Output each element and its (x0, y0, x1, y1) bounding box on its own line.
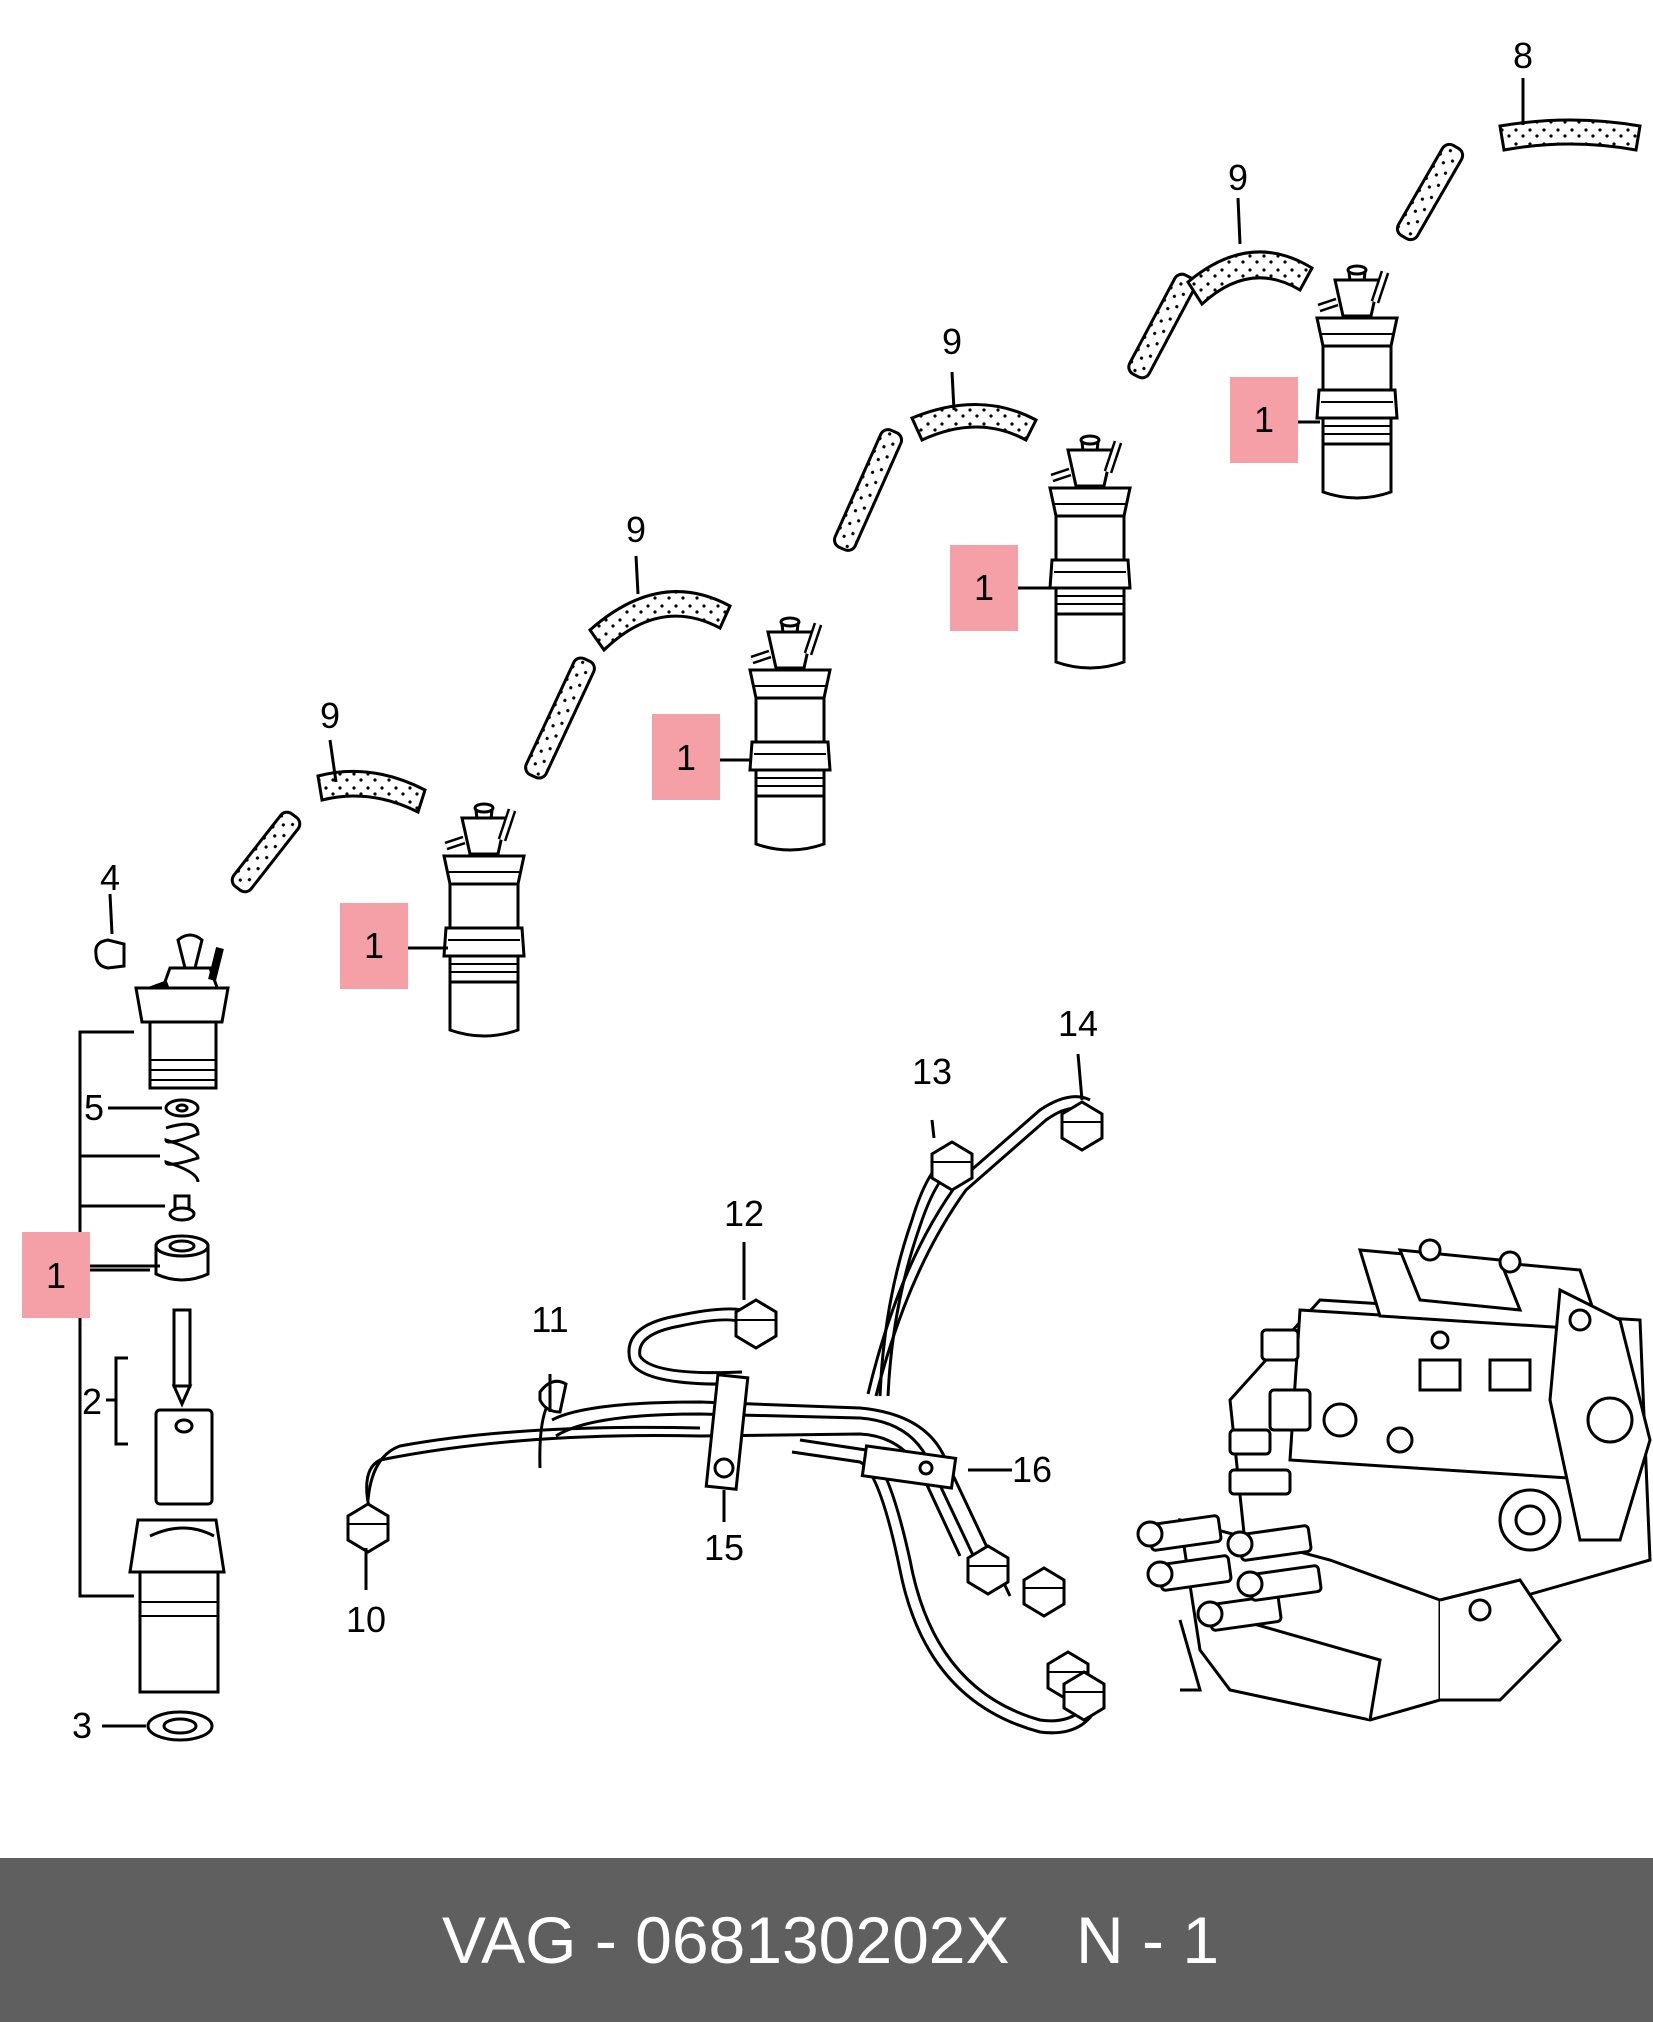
callout-5: 5 (84, 1087, 104, 1128)
pipe-nut-cyl-5 (1060, 1100, 1104, 1152)
callout-9-a: 9 (1228, 157, 1248, 198)
pipe-nut-pump-a (966, 1544, 1010, 1596)
callout-1-d: 1 (364, 925, 384, 966)
callout-labels: 8 9 9 9 9 4 1 1 1 1 1 5 2 3 10 11 12 13 … (46, 35, 1533, 1746)
callout-1-b: 1 (974, 567, 994, 608)
callout-8: 8 (1513, 35, 1533, 76)
callout-16: 16 (1012, 1449, 1052, 1490)
callout-4: 4 (100, 857, 120, 898)
callout-11: 11 (531, 1299, 568, 1340)
callout-15: 15 (704, 1527, 744, 1568)
parts-diagram: 8 9 9 9 9 4 1 1 1 1 1 5 2 3 10 11 12 13 … (22, 35, 1652, 1746)
pipe-nut-cyl-4 (930, 1140, 974, 1192)
callout-10: 10 (346, 1599, 386, 1640)
callout-14: 14 (1058, 1003, 1098, 1044)
injector-2 (444, 804, 524, 1036)
pipe-nut-cyl-1 (346, 1502, 390, 1554)
callout-9-c: 9 (626, 509, 646, 550)
brand-part-number: VAG - 068130202X (442, 1903, 1010, 1977)
leak-hoses (230, 118, 1642, 894)
callout-9-b: 9 (942, 321, 962, 362)
part-highlights (22, 377, 1298, 1318)
callout-9-d: 9 (320, 695, 340, 736)
diagram-position: N - 1 (1076, 1903, 1220, 1977)
pipe-nut-pump-b (1022, 1566, 1066, 1618)
callout-12: 12 (724, 1193, 764, 1234)
injection-pump (1136, 1238, 1652, 1722)
pipe-nut-pump-d (1062, 1670, 1106, 1722)
part-number-footer: VAG - 068130202X N - 1 (0, 1858, 1653, 2022)
callout-2: 2 (82, 1381, 102, 1422)
injection-pipes (365, 1095, 1102, 1735)
pipe-nut-cyl-3 (734, 1298, 778, 1350)
injector-3 (750, 618, 830, 850)
callout-1-e: 1 (46, 1255, 66, 1296)
callout-3: 3 (72, 1705, 92, 1746)
injector-5 (1317, 266, 1397, 498)
injector-4 (1050, 436, 1130, 668)
exploded-injector (94, 933, 230, 1742)
callout-1-c: 1 (676, 737, 696, 778)
callout-13: 13 (912, 1051, 952, 1092)
callout-1-a: 1 (1254, 399, 1274, 440)
pipe-clamp (704, 1373, 958, 1491)
